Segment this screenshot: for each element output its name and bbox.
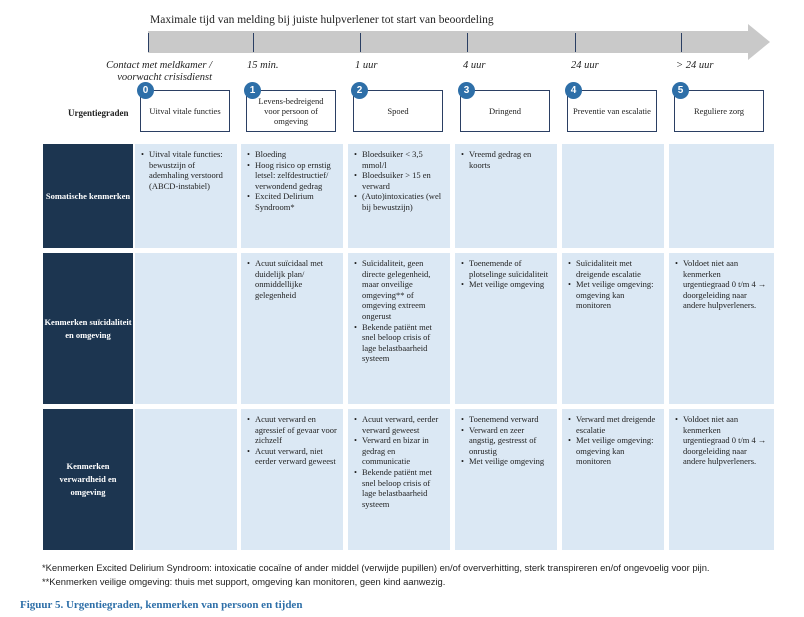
criteria-item: Excited Delirium Syndroom* [247, 191, 337, 212]
criteria-item: Met veilige omgeving: omgeving kan monit… [568, 279, 658, 311]
criteria-item: Bloedsuiker > 15 en verward [354, 170, 444, 191]
level-number-badge: 4 [565, 82, 582, 99]
criteria-item: Acuut verward, eerder verward geweest [354, 414, 444, 435]
timeline-point: 1 uur [355, 60, 378, 71]
criteria-item: Acuut suïcidaal met duidelijk plan/ onmi… [247, 258, 337, 300]
row-header: Kenmerken suïcidaliteit en omgeving [43, 253, 133, 404]
timeline-label: Maximale tijd van melding bij juiste hul… [150, 14, 494, 26]
criteria-item: Uitval vitale functies: bewustzijn of ad… [141, 149, 231, 191]
level-number-badge: 2 [351, 82, 368, 99]
criteria-item: Acuut verward en agressief of gevaar voo… [247, 414, 337, 446]
timeline-tick [148, 33, 149, 52]
level-name: Uitval vitale functies [149, 106, 221, 116]
level-number-badge: 0 [137, 82, 154, 99]
grid-cell: Toenemend verwardVerward en zeer angstig… [455, 409, 557, 550]
grid-cell: Suïcidaliteit met dreigende escalatieMet… [562, 253, 664, 404]
grid-cell: Acuut verward en agressief of gevaar voo… [241, 409, 343, 550]
grid-cell: Uitval vitale functies: bewustzijn of ad… [135, 144, 237, 248]
criteria-list: Acuut suïcidaal met duidelijk plan/ onmi… [247, 258, 337, 300]
level-number-badge: 1 [244, 82, 261, 99]
timeline-tick [253, 33, 254, 52]
criteria-item: Verward met dreigende escalatie [568, 414, 658, 435]
timeline-point: Contact met meldkamer / voorwacht crisis… [106, 60, 212, 83]
criteria-item: Met veilige omgeving [461, 456, 551, 467]
criteria-item: Bekende patiënt met snel beloop crisis o… [354, 467, 444, 509]
figure-caption: Figuur 5. Urgentiegraden, kenmerken van … [20, 599, 303, 611]
criteria-list: Suïcidaliteit met dreigende escalatieMet… [568, 258, 658, 311]
criteria-item: Met veilige omgeving [461, 279, 551, 290]
grid-cell: BloedingHoog risico op ernstig letsel: z… [241, 144, 343, 248]
timeline-tick [467, 33, 468, 52]
criteria-item: Verward en bizar in gedrag en communicat… [354, 435, 444, 467]
row-header: Kenmerken verwardheid en omgeving [43, 409, 133, 550]
level-number-badge: 3 [458, 82, 475, 99]
criteria-item: Bekende patiënt met snel beloop crisis o… [354, 322, 444, 364]
criteria-item: Voldoet niet aan kenmerken urgentiegraad… [675, 414, 768, 467]
timeline-tick [681, 33, 682, 52]
criteria-list: Toenemende of plotselinge suïcidaliteitM… [461, 258, 551, 290]
grid-cell: Voldoet niet aan kenmerken urgentiegraad… [669, 409, 774, 550]
criteria-item: Vreemd gedrag en koorts [461, 149, 551, 170]
grid-cell: Bloedsuiker < 3,5 mmol/lBloedsuiker > 15… [348, 144, 450, 248]
level-box: Levens-bedreigend voor persoon of omgevi… [246, 90, 336, 132]
level-box: Reguliere zorg [674, 90, 764, 132]
level-number-badge: 5 [672, 82, 689, 99]
criteria-item: Verward en zeer angstig, gestresst of on… [461, 425, 551, 457]
criteria-list: BloedingHoog risico op ernstig letsel: z… [247, 149, 337, 213]
level-name: Preventie van escalatie [573, 106, 651, 116]
grid-cell: Acuut suïcidaal met duidelijk plan/ onmi… [241, 253, 343, 404]
criteria-list: Suïcidaliteit, geen directe gelegenheid,… [354, 258, 444, 364]
criteria-list: Acuut verward en agressief of gevaar voo… [247, 414, 337, 467]
criteria-item: Voldoet niet aan kenmerken urgentiegraad… [675, 258, 768, 311]
grid-cell: Suïcidaliteit, geen directe gelegenheid,… [348, 253, 450, 404]
criteria-item: Suïcidaliteit, geen directe gelegenheid,… [354, 258, 444, 322]
criteria-item: Hoog risico op ernstig letsel: zelfdestr… [247, 160, 337, 192]
criteria-item: Suïcidaliteit met dreigende escalatie [568, 258, 658, 279]
criteria-list: Uitval vitale functies: bewustzijn of ad… [141, 149, 231, 191]
level-name: Reguliere zorg [693, 106, 745, 116]
grid-cell: Acuut verward, eerder verward geweestVer… [348, 409, 450, 550]
level-name: Dringend [488, 106, 522, 116]
timeline-tick [575, 33, 576, 52]
level-box: Preventie van escalatie [567, 90, 657, 132]
criteria-list: Vreemd gedrag en koorts [461, 149, 551, 170]
footnote: **Kenmerken veilige omgeving: thuis met … [42, 576, 446, 587]
level-name: Levens-bedreigend voor persoon of omgevi… [258, 96, 324, 126]
grid-cell: Voldoet niet aan kenmerken urgentiegraad… [669, 253, 774, 404]
timeline-point: 15 min. [247, 60, 279, 71]
footnote: *Kenmerken Excited Delirium Syndroom: in… [42, 562, 710, 573]
timeline-point: 24 uur [571, 60, 599, 71]
timeline-arrow [148, 24, 770, 60]
timeline-point: > 24 uur [676, 60, 714, 71]
criteria-list: Acuut verward, eerder verward geweestVer… [354, 414, 444, 509]
grid-cell: Vreemd gedrag en koorts [455, 144, 557, 248]
criteria-item: Toenemend verward [461, 414, 551, 425]
grid-cell: Verward met dreigende escalatieMet veili… [562, 409, 664, 550]
criteria-list: Verward met dreigende escalatieMet veili… [568, 414, 658, 467]
criteria-list: Voldoet niet aan kenmerken urgentiegraad… [675, 258, 768, 311]
criteria-item: Acuut verward, niet eerder verward gewee… [247, 446, 337, 467]
timeline-tick [360, 33, 361, 52]
grid-cell [669, 144, 774, 248]
criteria-item: Bloeding [247, 149, 337, 160]
criteria-list: Bloedsuiker < 3,5 mmol/lBloedsuiker > 15… [354, 149, 444, 213]
level-box: Dringend [460, 90, 550, 132]
timeline-point: 4 uur [463, 60, 486, 71]
criteria-list: Toenemend verwardVerward en zeer angstig… [461, 414, 551, 467]
criteria-item: Bloedsuiker < 3,5 mmol/l [354, 149, 444, 170]
grid-cell: Toenemende of plotselinge suïcidaliteitM… [455, 253, 557, 404]
row-header: Somatische kenmerken [43, 144, 133, 248]
criteria-item: Met veilige omgeving: omgeving kan monit… [568, 435, 658, 467]
level-box: Uitval vitale functies [140, 90, 230, 132]
grid-cell [562, 144, 664, 248]
grid-cell [135, 409, 237, 550]
level-name: Spoed [387, 106, 409, 116]
level-box: Spoed [353, 90, 443, 132]
criteria-item: (Auto)intoxicaties (wel bij bewustzijn) [354, 191, 444, 212]
grid-cell [135, 253, 237, 404]
criteria-list: Voldoet niet aan kenmerken urgentiegraad… [675, 414, 768, 467]
criteria-item: Toenemende of plotselinge suïcidaliteit [461, 258, 551, 279]
urgency-label: Urgentiegraden [68, 108, 129, 118]
